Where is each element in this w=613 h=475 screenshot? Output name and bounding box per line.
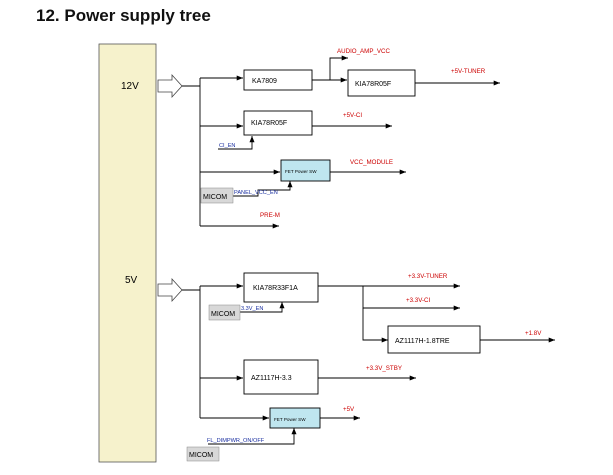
block-kia78r05f-tuner: KIA78R05F <box>347 69 416 97</box>
block-az1117h-3-3: AZ1117H-3.3 <box>243 359 319 395</box>
block-az1117h-1-8tre: AZ1117H-1.8TRE <box>387 325 481 354</box>
output-3v3-ci: +3.3V-CI <box>406 297 431 304</box>
svg-text:MICOM: MICOM <box>203 194 227 201</box>
control-fl-dimpwr-onoff: FL_DIMPWR_ON/OFF <box>207 438 265 444</box>
output-3v3-tuner: +3.3V-TUNER <box>408 273 448 280</box>
svg-text:KA7809: KA7809 <box>252 78 277 85</box>
rail-12v-label: 12V <box>121 81 139 92</box>
diagram-title: 12. Power supply tree <box>36 6 211 25</box>
svg-text:KIA78R05F: KIA78R05F <box>355 81 391 88</box>
svg-text:FET Power SW: FET Power SW <box>274 417 306 422</box>
svg-text:AZ1117H-3.3: AZ1117H-3.3 <box>251 375 292 382</box>
svg-text:MICOM: MICOM <box>211 311 235 318</box>
block-kia78r05f-ci: KIA78R05F <box>243 110 313 136</box>
control-panel-vcc-en: PANEL_VCC_EN <box>234 190 278 196</box>
rail-12v-arrow-icon <box>157 73 183 99</box>
output-5v-ci: +5V-CI <box>343 112 362 119</box>
output-1v8: +1.8V <box>525 330 542 337</box>
output-pre-m: PRE-M <box>260 212 280 219</box>
block-kia78r33f1a: KIA78R33F1A <box>243 272 319 303</box>
rail-5v-label: 5V <box>125 275 138 286</box>
output-5v: +5V <box>343 406 355 413</box>
power-rail-bar <box>98 43 157 463</box>
block-fet-power-sw-module: FET Power SW <box>280 159 331 182</box>
control-3v3-en: 3.3V_EN <box>241 306 263 312</box>
svg-text:FET Power SW: FET Power SW <box>285 169 317 174</box>
micom-box-fl: MICOM <box>186 446 220 462</box>
svg-text:KIA78R33F1A: KIA78R33F1A <box>253 285 298 292</box>
output-3v3-stby: +3.3V_STBY <box>366 365 402 372</box>
micom-box-3v3: MICOM <box>208 304 241 321</box>
block-fet-power-sw-5v: FET Power SW <box>269 407 321 429</box>
output-audio-amp-vcc: AUDIO_AMP_VCC <box>337 48 390 55</box>
rail-12v-wiring <box>182 55 500 229</box>
rail-5v-arrow-icon <box>157 277 183 303</box>
rail-5v-wiring <box>182 283 555 445</box>
svg-text:AZ1117H-1.8TRE: AZ1117H-1.8TRE <box>395 338 450 345</box>
control-ci-en: CI_EN <box>219 143 235 149</box>
svg-text:KIA78R05F: KIA78R05F <box>251 120 287 127</box>
output-5v-tuner: +5V-TUNER <box>451 68 486 75</box>
micom-box-panel: MICOM <box>200 187 234 204</box>
svg-text:MICOM: MICOM <box>189 452 213 459</box>
block-ka7809: KA7809 <box>243 69 313 91</box>
output-vcc-module: VCC_MODULE <box>350 159 393 166</box>
